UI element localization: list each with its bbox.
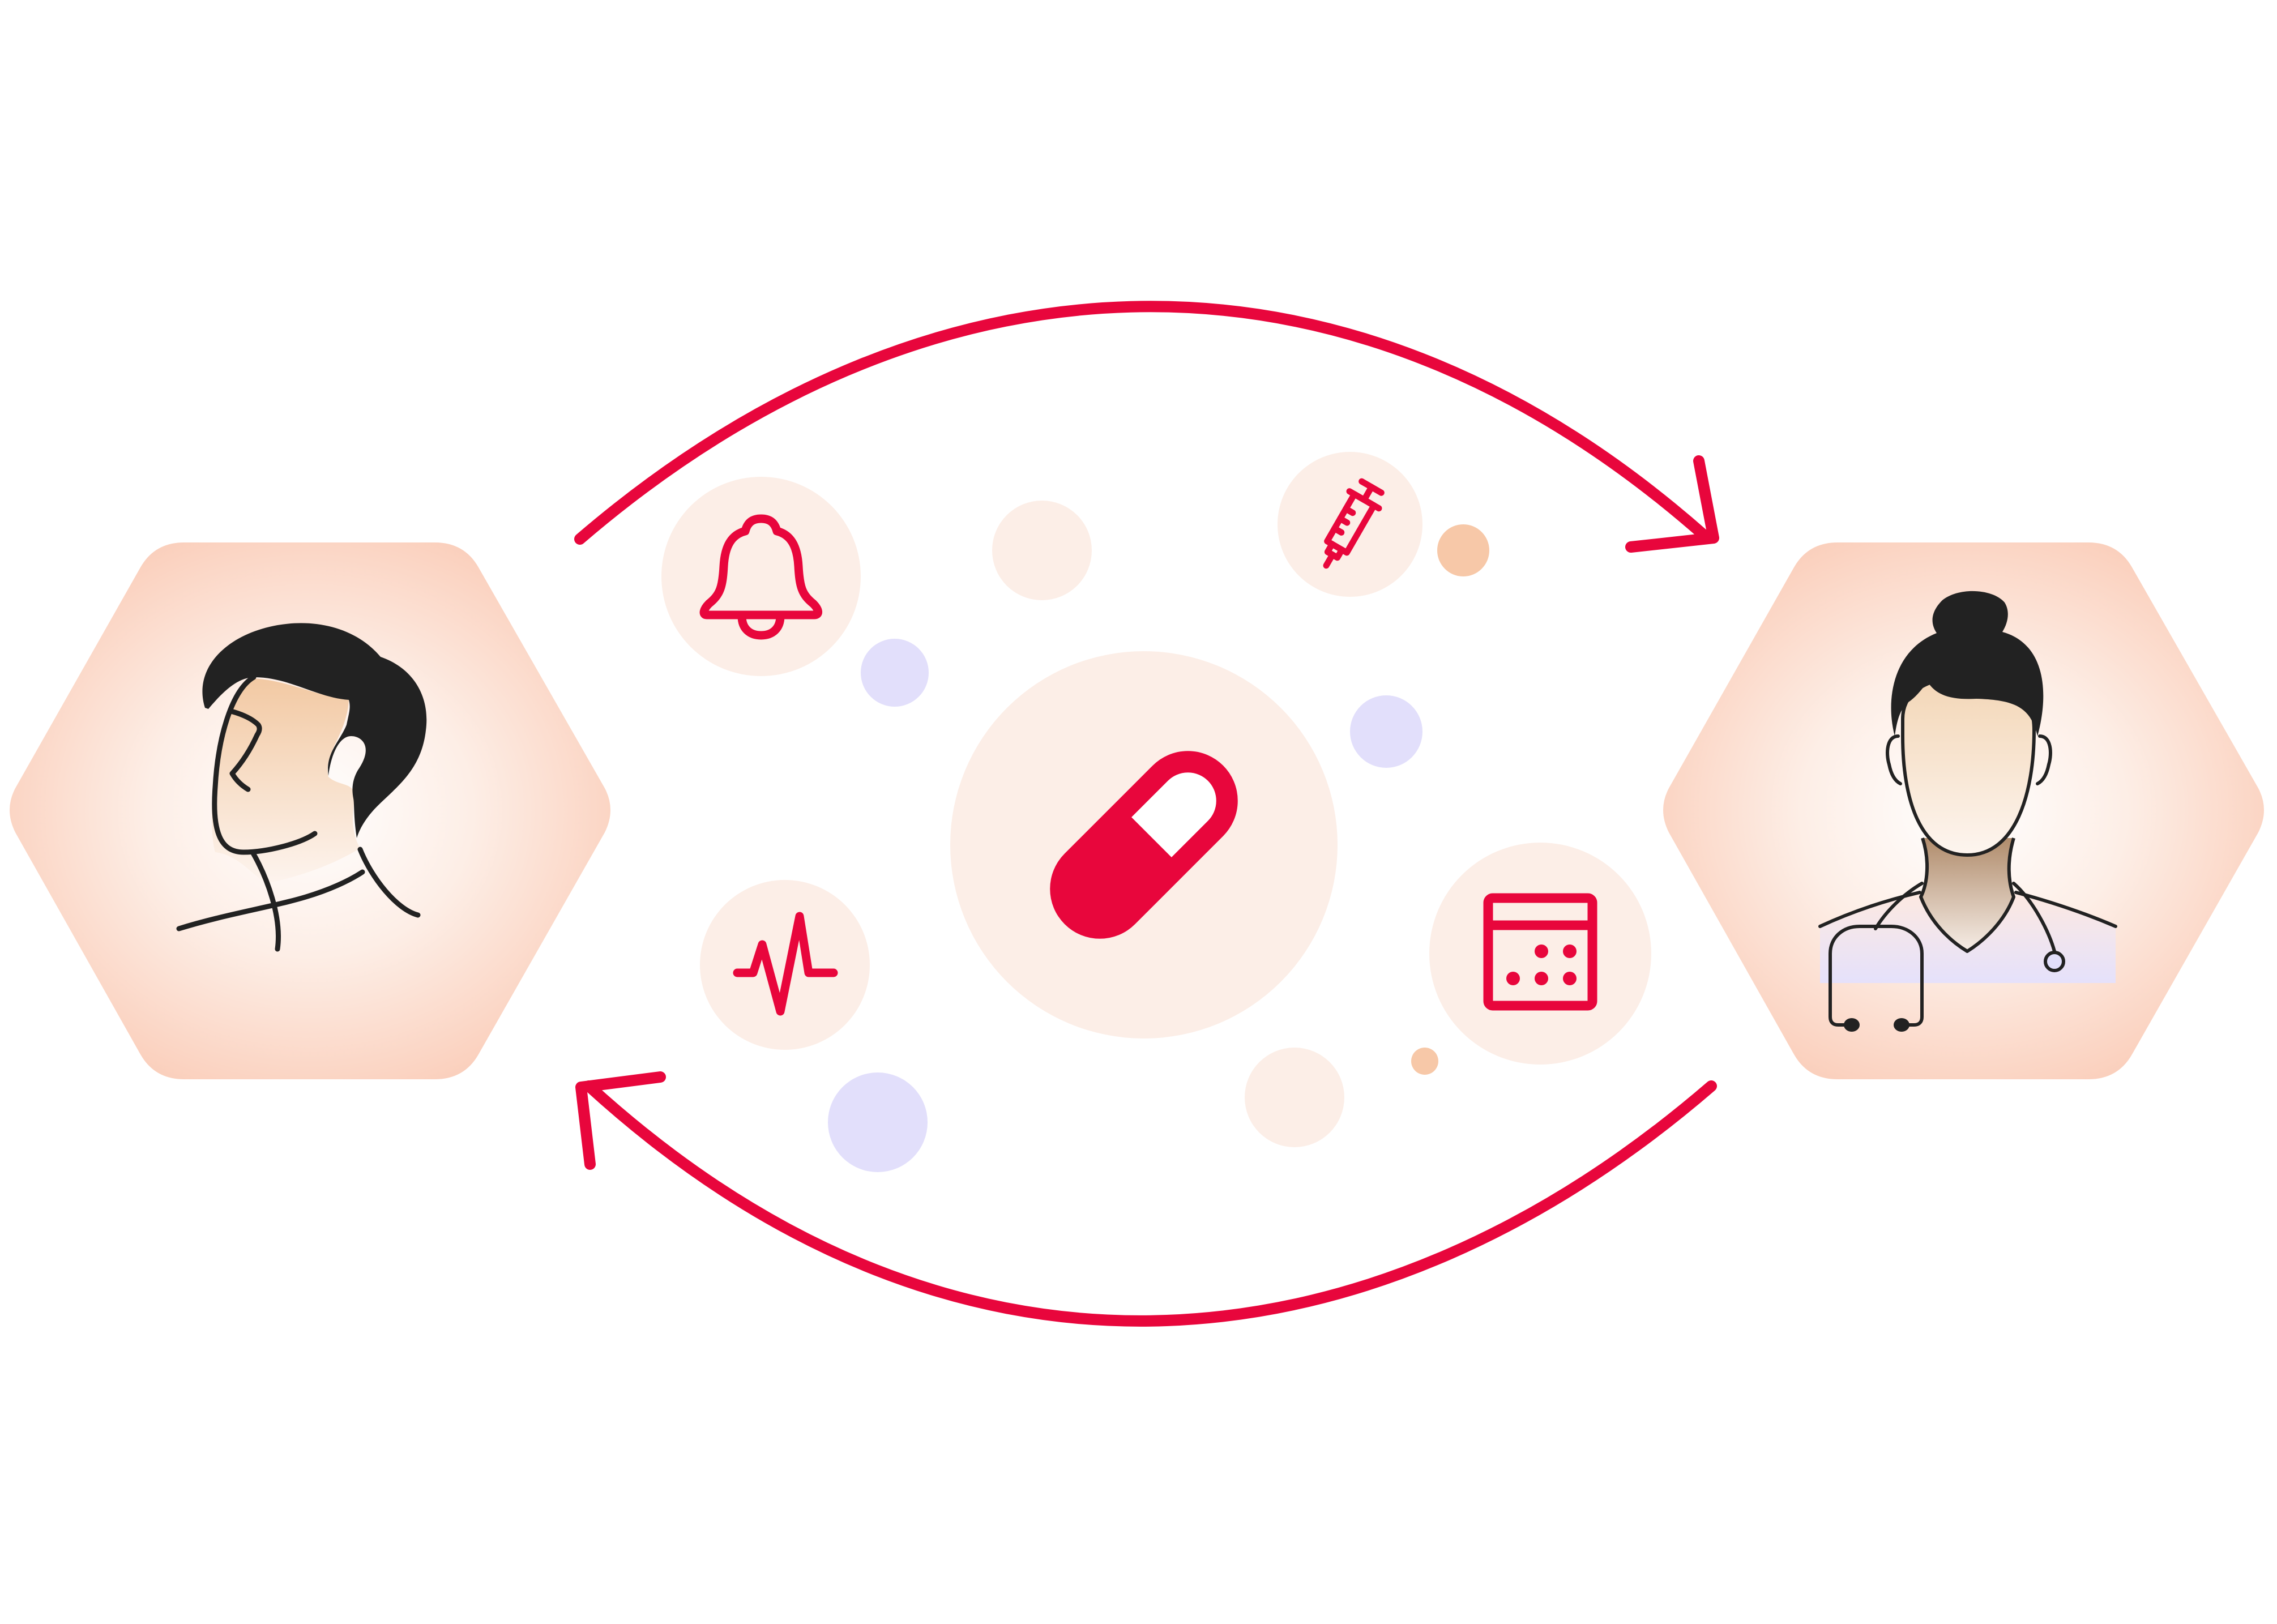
satellite-bubble: [661, 477, 861, 676]
notification-bell-node: [661, 477, 861, 676]
pill-capsule-icon: [1050, 751, 1238, 939]
bubble: [861, 639, 929, 707]
calendar-icon: [1483, 893, 1597, 1011]
center-medication-node: [950, 651, 1338, 1038]
satellite-bubble: [1278, 452, 1422, 597]
syringe-icon: [1323, 478, 1385, 569]
arrow-clinician-to-patient: [575, 1071, 1717, 1327]
heart-rate-node: [700, 880, 870, 1050]
satellite-bubble: [700, 880, 870, 1050]
patient-node: [10, 542, 610, 1079]
bubble: [828, 1072, 928, 1172]
doctor-with-stethoscope-icon: [1818, 591, 2117, 1032]
calendar-node: [1429, 843, 1651, 1065]
bubble: [1350, 695, 1422, 768]
decorative-bubbles: [828, 501, 1489, 1172]
bubble: [992, 501, 1092, 600]
arrow-patient-to-clinician: [574, 301, 1719, 553]
syringe-node: [1278, 452, 1422, 597]
bubble: [1411, 1048, 1438, 1075]
notification-bell-icon: [699, 514, 822, 640]
patient-portrait-icon: [176, 623, 427, 952]
bubble: [1245, 1048, 1344, 1147]
clinician-node: [1663, 542, 2264, 1079]
heart-rate-pulse-icon: [733, 912, 838, 1016]
bubble: [1437, 524, 1489, 576]
